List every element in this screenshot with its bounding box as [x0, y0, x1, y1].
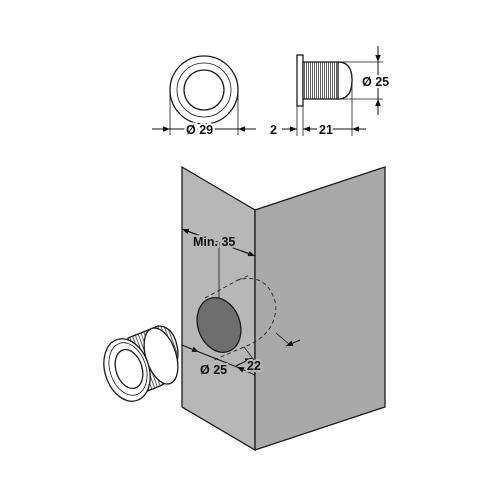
panel-side-face: [254, 166, 386, 451]
side-view: Ø 25 2 21: [270, 46, 391, 139]
front-view-inner-ring: [176, 62, 232, 118]
bore-diameter-label: Ø 25: [200, 363, 227, 377]
finger-pull-isometric: [103, 325, 179, 402]
bore-hole: [196, 297, 242, 353]
front-view-opening: [183, 69, 225, 111]
cabinet-panel: Min. 35 Ø 25 22: [181, 165, 386, 452]
finger-pull-flange-inner: [108, 342, 148, 396]
front-view: Ø 29: [152, 55, 256, 139]
min-edge-distance-label: Min. 35: [193, 235, 235, 249]
side-diameter-label: Ø 25: [362, 75, 389, 89]
bore-depth-label: 22: [247, 359, 261, 373]
side-view-flange: [296, 54, 304, 107]
finger-pull-opening: [114, 348, 144, 390]
bore-hidden-outline: [204, 278, 277, 361]
front-diameter-label: Ø 29: [186, 123, 213, 137]
body-length-label: 21: [319, 123, 333, 137]
flange-thickness-label: 2: [270, 123, 277, 137]
